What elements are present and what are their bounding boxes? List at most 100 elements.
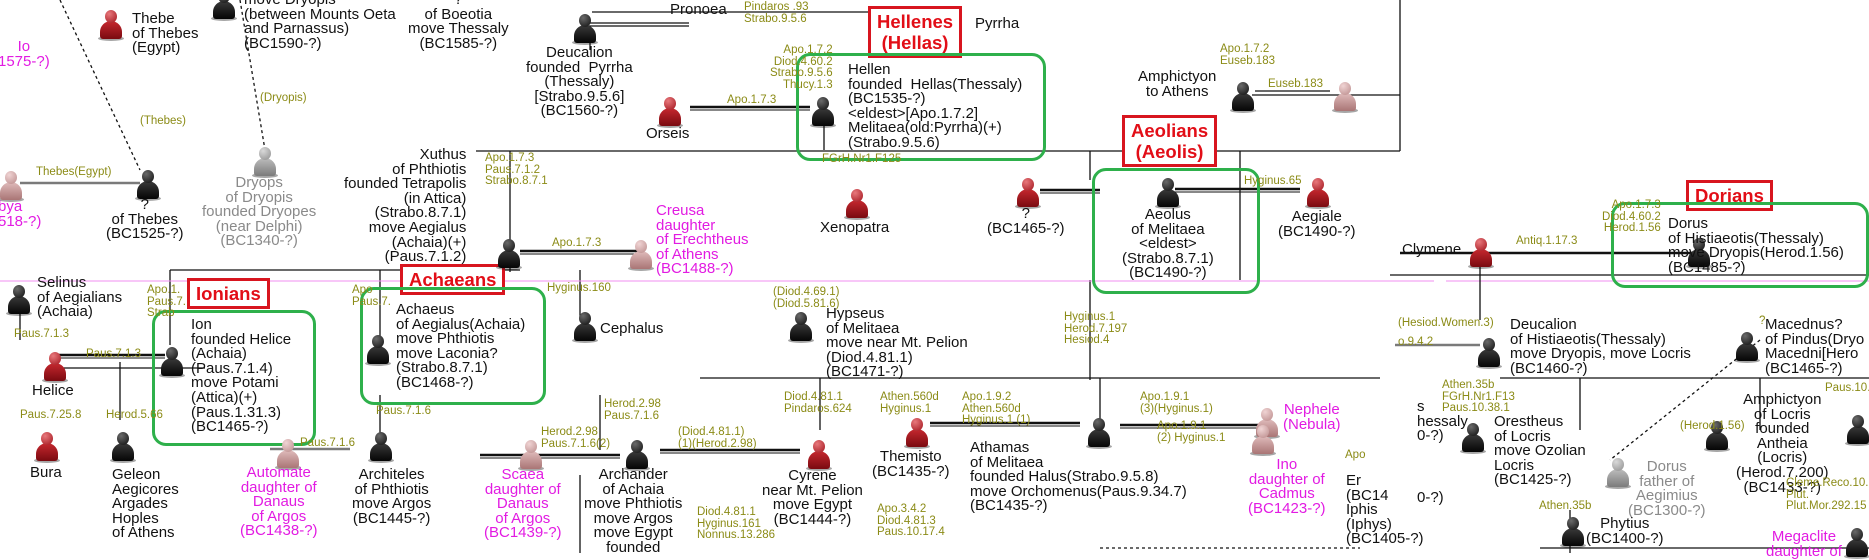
- achaeus-label: Achaeus of Aegialus(Achaia) move Phthiot…: [396, 301, 526, 391]
- region-aeolians: Aeolians (Aeolis): [1122, 115, 1218, 167]
- source-apo192: Apo.1.9.2 Athen.560d Hyginus.1 (1): [962, 391, 1031, 426]
- bura-figure: [34, 432, 60, 463]
- source-diod481b: (Diod.4.81.1) (1)(Herod.2.98): [678, 426, 757, 450]
- aegiale-label: Aegiale (BC1490-?): [1278, 208, 1356, 240]
- themisto-figure: [904, 418, 930, 449]
- region-dorians: Dorians: [1686, 180, 1773, 211]
- source-dorus: Apo.1.7.3 Diod.4.60.2 Herod.1.56: [1602, 199, 1661, 234]
- archander-figure: [624, 440, 650, 471]
- phytius-label: Phytius (BC1400-?): [1586, 515, 1664, 547]
- libya-label: bya 518-?): [0, 198, 42, 230]
- hypseus-figure: [788, 312, 814, 343]
- architeles-label: Architeles of Phthiotis move Argos (BC14…: [352, 466, 432, 527]
- source-athen560: Athen.560d Hyginus.1: [880, 391, 939, 415]
- dorus-figure: [1686, 238, 1712, 269]
- xuthus-label: Xuthus of Phthiotis founded Tetrapolis (…: [344, 146, 467, 266]
- themisto-label: Themisto (BC1435-?): [872, 448, 950, 480]
- ino-label: Ino daughter of Cadmus (BC1423-?): [1248, 456, 1326, 517]
- source-orseis: Apo.1.7.3: [727, 94, 777, 106]
- thebes-unknown-figure: [135, 170, 161, 201]
- region-achaeans: Achaeans: [400, 264, 506, 295]
- aeolus-figure: [1155, 178, 1181, 209]
- source-ion: Apo.1. Paus.7. Strab: [147, 284, 186, 319]
- orseis-label: Orseis: [646, 125, 690, 142]
- megaclite-label: Megaclite daughter of: [1766, 528, 1842, 560]
- megaclite-figure: [1844, 528, 1869, 559]
- architeles-figure: [368, 432, 394, 463]
- orestheus-figure: [1460, 423, 1486, 454]
- source-apo191b: Apo.1.9.1 (2) Hyginus.1: [1157, 420, 1226, 444]
- source-xuthus: Apo.1.7.3 Paus.7.1.2 Strabo.8.7.1: [485, 152, 548, 187]
- source-pindaros: Pindaros .93 Strabo.9.5.6: [744, 1, 809, 25]
- aeolus-label: Aeolus of Melitaea <eldest> (Strabo.8.7.…: [1122, 206, 1214, 282]
- region-ionians: Ionians: [187, 278, 270, 309]
- amphictyon-wife-figure: [1332, 82, 1358, 113]
- unknown-1465-figure: [1015, 178, 1041, 209]
- source-herod298a: Herod.2.98 Paus.7.1.6: [604, 398, 661, 422]
- aegiale-figure: [1305, 178, 1331, 209]
- deucalion-figure: [572, 14, 598, 45]
- source-paus7258: Paus.7.25.8: [20, 409, 82, 421]
- dryopa-label: move Dryopis (between Mounts Oeta and Pa…: [244, 0, 396, 52]
- thessaly-cut-label: s hessaly 0-?): [1417, 398, 1468, 445]
- geleon-figure: [110, 432, 136, 463]
- clymene-label: Clymene: [1402, 241, 1462, 258]
- source-antiq: Antiq.1.17.3: [1516, 235, 1578, 247]
- source-q-cut: ?: [1759, 315, 1766, 327]
- creusa-label: Creusa daughter of Erechtheus of Athens …: [656, 202, 749, 278]
- source-thebes-egypt: Thebes(Egypt): [36, 166, 112, 178]
- source-diod469: (Diod.4.69.1) (Diod.5.81.6): [773, 286, 840, 310]
- scaea-figure: [518, 440, 544, 471]
- dryops-figure: [252, 147, 278, 178]
- achaeus-group-box: [360, 287, 546, 405]
- hellen-group-box: [796, 53, 1046, 161]
- source-paus108: Paus.10.8: [1825, 382, 1869, 394]
- source-hyginus160: Hyginus.160: [547, 282, 611, 294]
- xenopatra-figure: [844, 189, 870, 220]
- helice-figure: [42, 352, 68, 383]
- io-label: Io 1575-?): [0, 38, 50, 70]
- source-athen35b: Athen.35b FGrH.Nr1.F13 Paus.10.38.1: [1442, 379, 1515, 414]
- cyrene-label: Cyrene near Mt. Pelion move Egypt (BC144…: [762, 467, 863, 528]
- macednus-figure: [1734, 332, 1760, 363]
- hellen-label: Hellen founded Hellas(Thessaly) (BC1535-…: [848, 61, 1023, 151]
- source-amphictyon: Apo.1.7.2 Euseb.183: [1220, 43, 1275, 67]
- source-hellen: Apo.1.7.2 Diod.4.60.2 Strabo.9.5.6 Thucy…: [770, 44, 833, 91]
- unknown-1465-label: ? (BC1465-?): [987, 205, 1065, 237]
- nephele-label: Nephele (Nebula): [1283, 401, 1341, 433]
- dryops-label: Dryops of Dryopis founded Dryopes (near …: [202, 174, 317, 250]
- source-apo942: o.9.4.2: [1398, 336, 1434, 348]
- creusa-figure: [628, 240, 654, 271]
- source-paus713b: Paus.7.1.3: [86, 348, 141, 360]
- cut-date-label: 0-?): [1417, 489, 1444, 506]
- source-athen35b2: Athen.35b: [1539, 500, 1592, 512]
- selinus-label: Selinus of Aegialians (Achaia): [37, 274, 123, 321]
- boeotia-label: ? of Boeotia move Thessaly (BC1585-?): [408, 0, 509, 52]
- er-label: Er (BC14 Iphis (Iphys) (BC1405-?): [1346, 472, 1424, 548]
- source-hesiod-women: (Hesiod.Women.3): [1398, 317, 1494, 329]
- deucalion2-label: Deucalion of Histiaeotis(Thessaly) move …: [1510, 316, 1691, 377]
- xuthus-figure: [496, 239, 522, 270]
- cephalus-label: Cephalus: [600, 320, 664, 337]
- source-thebes: (Thebes): [140, 115, 187, 127]
- deucalion2-figure: [1476, 338, 1502, 369]
- helice-label: Helice: [32, 382, 74, 399]
- cephalus-figure: [572, 312, 598, 343]
- automate-label: Automate daughter of Danaus of Argos (BC…: [240, 464, 318, 540]
- deucalion-label: Deucalion founded Pyrrha (Thessaly) [Str…: [526, 44, 633, 120]
- scaea-label: Scaea daughter of Danaus of Argos (BC143…: [484, 466, 562, 542]
- xenopatra-label: Xenopatra: [820, 219, 890, 236]
- source-hyginus1: Hyginus.1 Herod.7.197 Hesiod.4: [1064, 311, 1128, 346]
- region-hellenes: Hellenes (Hellas): [868, 6, 963, 58]
- ion-figure: [159, 347, 185, 378]
- thebes-unknown-label: ? of Thebes (BC1525-?): [106, 196, 184, 243]
- cyrene-figure: [806, 440, 832, 471]
- amphictyon-label: Amphictyon to Athens: [1138, 68, 1217, 100]
- amphictyon2-label: Amphictyon of Locris founded Antheia (Lo…: [1736, 391, 1829, 496]
- dryopa-figure: [211, 0, 237, 21]
- pronoea-label: Pronoea: [670, 1, 727, 18]
- source-hyginus65: Hyginus.65: [1244, 175, 1302, 187]
- dorus2-figure: [1605, 458, 1631, 489]
